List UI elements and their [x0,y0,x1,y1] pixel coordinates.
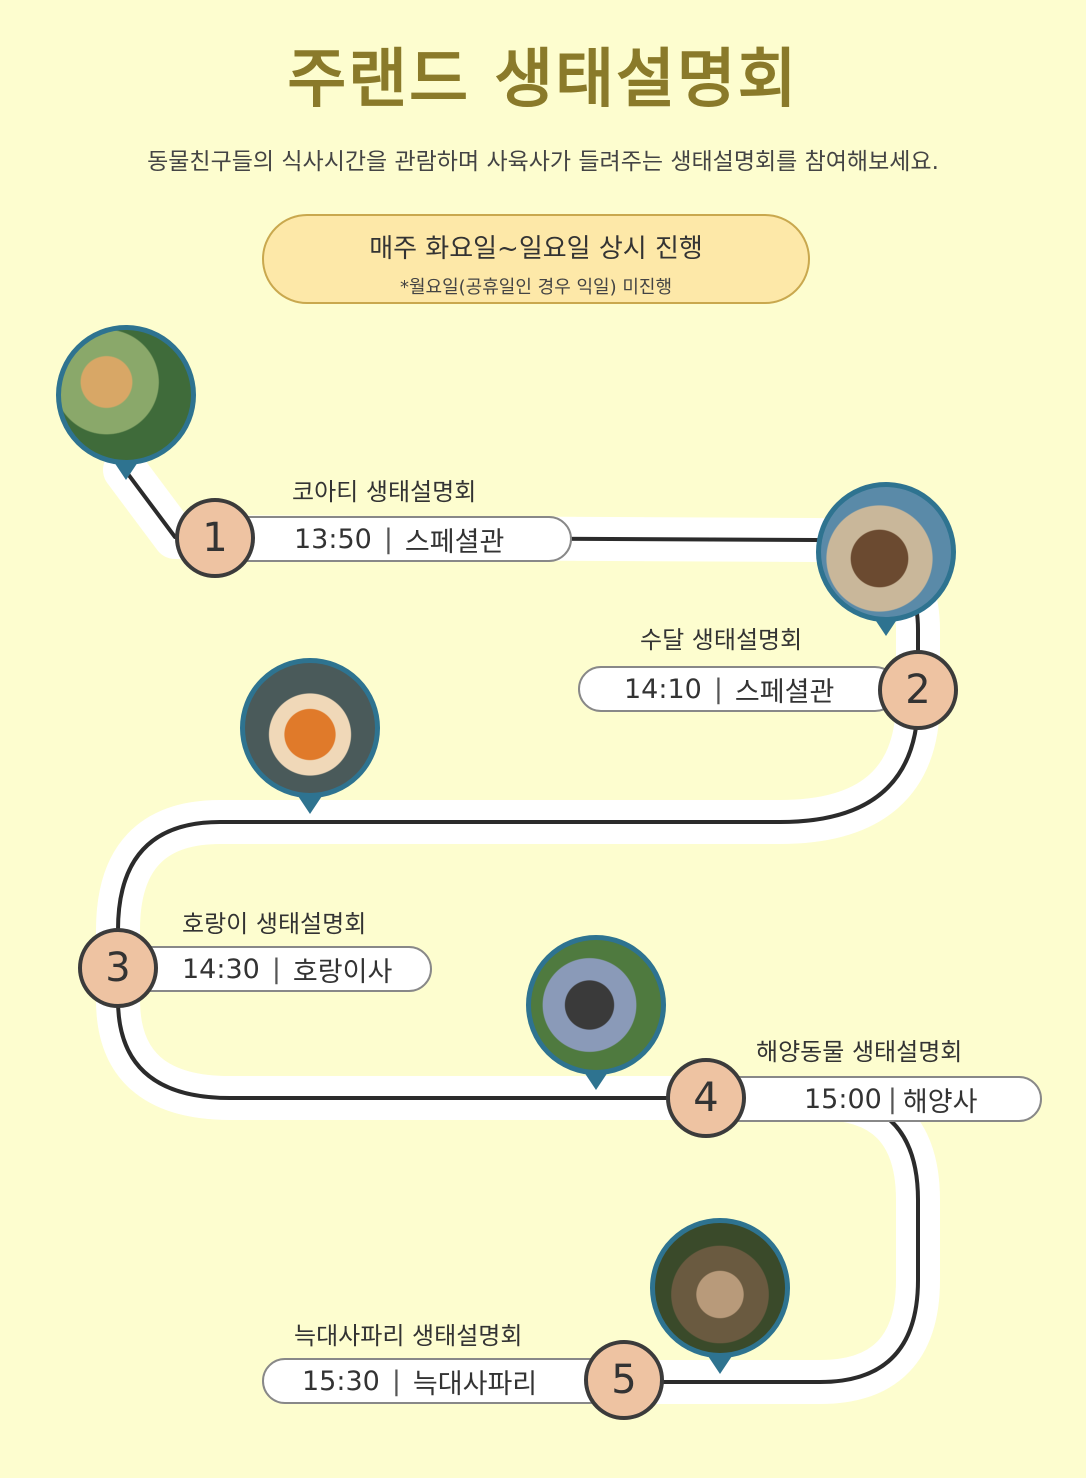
schedule-note: *월요일(공휴일인 경우 익일) 미진행 [399,277,673,298]
schedule-main: 매주 화요일~일요일 상시 진행 [369,234,703,264]
stop-title-4: 해양동물 생태설명회 [756,1038,963,1066]
stop-pill-3: 14:30 | 호랑이사 [126,946,432,992]
photo-pin-4 [584,1072,608,1090]
wolf-photo [650,1218,790,1358]
stop-number-5: 5 [584,1340,664,1420]
stop-number-4: 4 [666,1058,746,1138]
stop-number-2: 2 [878,650,958,730]
stop-title-5: 늑대사파리 생태설명회 [294,1322,523,1350]
photo-pin-3 [298,796,322,814]
page-title: 주랜드 생태설명회 [287,43,799,117]
stop-time-4: 15:00 [804,1083,882,1115]
stop-time-5: 15:30 [302,1365,380,1397]
coati-photo [56,325,196,465]
stop-place-3: 호랑이사 [292,956,393,988]
stop-place-4: 해양사 [902,1086,978,1118]
stop-time-2: 14:10 [624,673,702,705]
stop-time-3: 14:30 [182,953,260,985]
stop-number-1: 1 [175,498,255,578]
divider: | [383,523,393,555]
otter-photo [816,482,956,622]
divider: | [887,1083,897,1115]
stop-pill-2: 14:10 | 스페셜관 [578,666,898,712]
tiger-photo [240,658,380,798]
schedule-box: 매주 화요일~일요일 상시 진행 *월요일(공휴일인 경우 익일) 미진행 [262,214,810,304]
stop-pill-4: 15:00 | 해양사 [712,1076,1042,1122]
stop-place-2: 스페셜관 [734,676,835,708]
divider: | [713,673,723,705]
stop-title-3: 호랑이 생태설명회 [182,910,367,938]
stop-title-1: 코아티 생태설명회 [292,478,477,506]
photo-pin-1 [114,462,138,480]
photo-pin-5 [708,1356,732,1374]
stop-number-3: 3 [78,928,158,1008]
stop-place-1: 스페셜관 [404,526,505,558]
stop-place-5: 늑대사파리 [412,1368,538,1400]
marine-photo [526,935,666,1075]
stop-pill-5: 15:30 | 늑대사파리 [262,1358,612,1404]
stop-title-2: 수달 생태설명회 [640,626,803,654]
photo-pin-2 [874,618,898,636]
divider: | [271,953,281,985]
page-subtitle: 동물친구들의 식사시간을 관람하며 사육사가 들려주는 생태설명회를 참여해보세… [147,149,939,175]
stop-pill-1: 13:50 | 스페셜관 [222,516,572,562]
divider: | [391,1365,401,1397]
stop-time-1: 13:50 [294,523,372,555]
